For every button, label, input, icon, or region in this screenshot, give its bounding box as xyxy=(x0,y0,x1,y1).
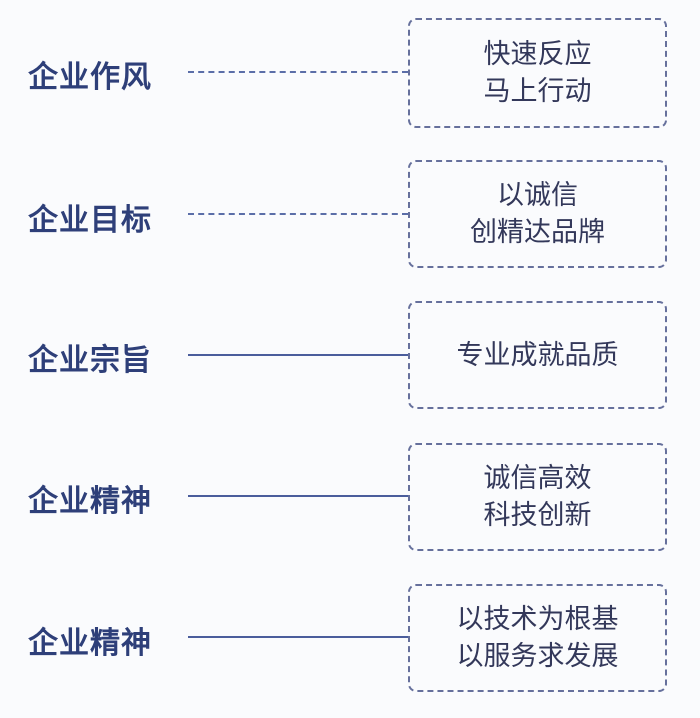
value-line: 快速反应 xyxy=(483,39,592,70)
row-label: 企业精神 xyxy=(28,484,152,519)
value-line: 以诚信 xyxy=(497,180,578,211)
row-label: 企业宗旨 xyxy=(28,343,152,378)
value-box: 快速反应 马上行动 xyxy=(408,18,667,128)
row-label: 企业目标 xyxy=(28,203,152,238)
connector-line xyxy=(188,213,408,215)
value-box: 以技术为根基 以服务求发展 xyxy=(408,584,667,692)
value-line: 诚信高效 xyxy=(483,463,592,494)
connector-line xyxy=(188,636,408,638)
value-line: 创精达品牌 xyxy=(470,217,605,248)
row-label: 企业作风 xyxy=(28,60,152,95)
value-line: 以服务求发展 xyxy=(456,641,619,672)
value-line: 以技术为根基 xyxy=(456,604,619,635)
value-box: 以诚信 创精达品牌 xyxy=(408,160,667,268)
value-line: 专业成就品质 xyxy=(456,339,619,371)
row-label: 企业精神 xyxy=(28,626,152,661)
value-line: 马上行动 xyxy=(483,76,592,107)
connector-line xyxy=(188,71,408,73)
value-box: 诚信高效 科技创新 xyxy=(408,443,667,551)
connector-line xyxy=(188,354,408,356)
value-box: 专业成就品质 xyxy=(408,301,667,409)
connector-line xyxy=(188,495,408,497)
value-line: 科技创新 xyxy=(483,500,592,531)
